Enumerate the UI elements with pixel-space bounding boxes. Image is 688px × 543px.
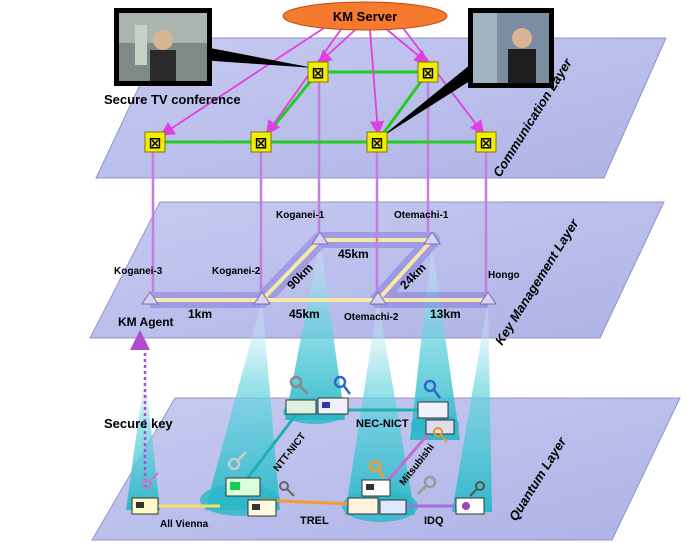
qkd-device-ntt-a	[225, 477, 261, 497]
key-icon	[289, 375, 309, 395]
beam-cone-otemachi2	[345, 300, 415, 515]
km-agent-label: KM Agent	[118, 315, 174, 329]
km-server	[282, 1, 448, 31]
switch-node: ⊠	[366, 131, 388, 153]
node-label-koganei2: Koganei-2	[212, 266, 261, 277]
beam-cone-koganei1	[285, 240, 345, 420]
qkd-device-nec-nict	[417, 401, 455, 435]
node-label-koganei1: Koganei-1	[276, 210, 325, 221]
km-server-label: KM Server	[333, 9, 397, 24]
tv-screen-left	[114, 8, 212, 86]
link-label-nec-nict: NEC-NICT	[356, 418, 409, 430]
km-node-koganei3	[141, 291, 159, 305]
secure-tv-conference-label: Secure TV conference	[104, 92, 241, 107]
switch-node: ⊠	[307, 61, 329, 83]
km-node-koganei1	[311, 231, 329, 245]
distance-13km: 13km	[430, 307, 461, 321]
svg-text:⊠: ⊠	[255, 134, 268, 152]
key-icon	[417, 475, 437, 495]
qkd-device-ntt-nict	[285, 397, 349, 415]
switch-node: ⊠	[475, 131, 497, 153]
km-node-koganei2	[253, 291, 271, 305]
key-icon	[142, 472, 159, 489]
switch-node: ⊠	[250, 131, 272, 153]
node-label-otemachi1: Otemachi-1	[394, 210, 449, 221]
beam-cone-otemachi1	[410, 245, 460, 440]
node-label-koganei3: Koganei-3	[114, 266, 163, 277]
link-label-idq: IDQ	[424, 515, 444, 527]
distance-1km: 1km	[188, 307, 212, 321]
km-node-hongo	[479, 291, 497, 305]
svg-text:⊠: ⊠	[371, 134, 384, 152]
link-label-all-vienna: All Vienna	[160, 519, 209, 530]
key-icon	[423, 379, 441, 399]
tv-screen-right	[468, 8, 554, 88]
svg-text:⊠: ⊠	[312, 64, 325, 82]
km-server-links	[159, 23, 485, 136]
switch-node: ⊠	[417, 61, 439, 83]
distance-45km-bottom: 45km	[289, 307, 320, 321]
link-label-trel: TREL	[300, 515, 329, 527]
key-icon	[368, 459, 386, 479]
qkd-device-ntt-b	[247, 499, 277, 517]
beam-cone-hongo	[452, 300, 492, 512]
key-icon	[433, 427, 448, 443]
svg-text:⊠: ⊠	[480, 134, 493, 152]
key-icon	[333, 375, 351, 395]
km-node-otemachi2	[369, 291, 387, 305]
tv-pointer-right	[380, 60, 484, 138]
node-label-otemachi2: Otemachi-2	[344, 312, 399, 323]
node-label-hongo: Hongo	[488, 270, 520, 281]
beam-cone-all-vienna	[126, 372, 160, 510]
beam-cone-koganei2	[205, 300, 280, 510]
switch-node: ⊠	[144, 131, 166, 153]
qkd-device-mitsubishi	[361, 479, 391, 497]
secure-key-label: Secure key	[104, 416, 173, 431]
svg-text:⊠: ⊠	[149, 134, 162, 152]
qkd-device-all-vienna	[131, 497, 159, 515]
key-icon	[279, 481, 295, 497]
distance-45km-top: 45km	[338, 247, 369, 261]
key-icon	[469, 481, 485, 497]
key-icon	[227, 451, 247, 471]
qkd-device-idq	[455, 497, 485, 515]
tv-pointer-left	[200, 48, 314, 68]
km-node-otemachi1	[423, 231, 441, 245]
svg-text:⊠: ⊠	[422, 64, 435, 82]
qkd-device-trel	[347, 497, 407, 515]
